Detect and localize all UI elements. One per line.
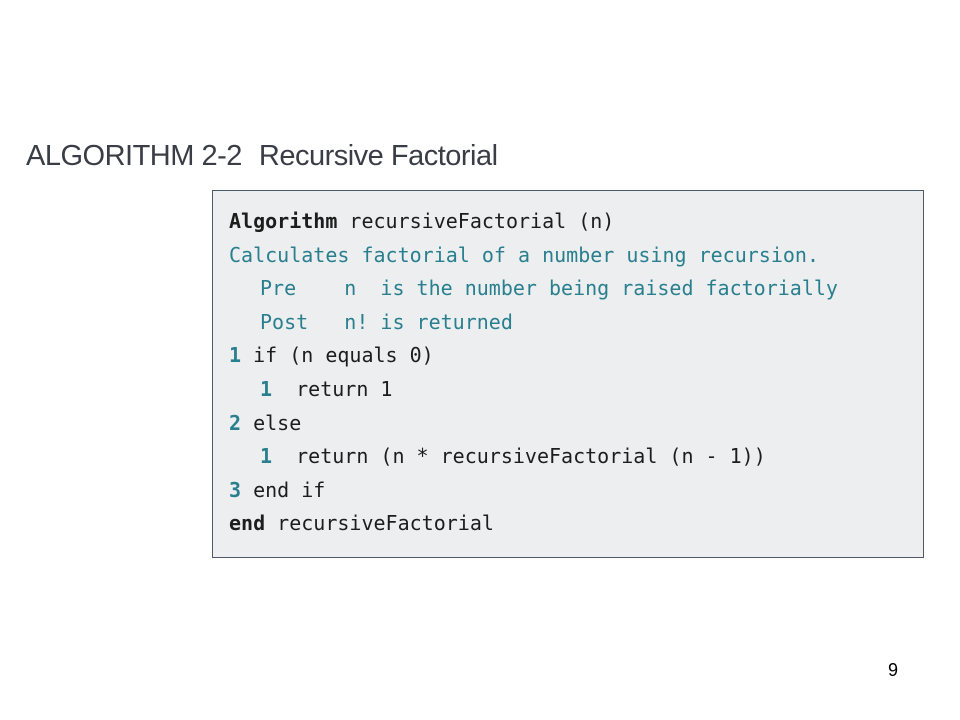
end-keyword: end: [229, 511, 266, 536]
code-line-2-1: 1 return (n * recursiveFactorial (n - 1)…: [229, 440, 923, 474]
pre-text: n is the number being raised factorially: [296, 276, 838, 301]
algorithm-signature: recursiveFactorial (n): [337, 209, 615, 233]
step-number: 1: [229, 343, 242, 368]
post-text: n! is returned: [308, 309, 513, 334]
algorithm-keyword: Algorithm: [229, 209, 338, 233]
pseudocode-box: Algorithm recursiveFactorial (n) Calcula…: [212, 190, 924, 558]
algorithm-heading: ALGORITHM 2-2 Recursive Factorial: [26, 140, 498, 173]
code-line-3: 3 end if: [229, 474, 923, 508]
step-number: 1: [260, 376, 273, 401]
precondition-line: Pre n is the number being raised factori…: [229, 272, 923, 306]
page-number: 9: [888, 660, 899, 680]
code-text: if (n equals 0): [241, 343, 434, 368]
pre-label: Pre: [260, 276, 297, 301]
algorithm-label: ALGORITHM 2-2: [26, 140, 242, 172]
end-name: recursiveFactorial: [265, 511, 494, 536]
postcondition-line: Post n! is returned: [229, 306, 923, 340]
code-line-1-1: 1 return 1: [229, 373, 923, 407]
code-line-2: 2 else: [229, 407, 923, 441]
algorithm-title: Recursive Factorial: [258, 140, 498, 172]
step-number: 3: [229, 477, 242, 502]
code-text: end if: [241, 477, 326, 502]
code-text: return 1: [272, 376, 393, 401]
algorithm-end-line: end recursiveFactorial: [229, 507, 923, 541]
algorithm-description: Calculates factorial of a number using r…: [229, 242, 820, 267]
step-number: 2: [229, 410, 242, 435]
algorithm-header-line: Algorithm recursiveFactorial (n): [229, 205, 923, 239]
code-line-1: 1 if (n equals 0): [229, 339, 923, 373]
code-text: else: [241, 410, 302, 435]
code-text: return (n * recursiveFactorial (n - 1)): [272, 444, 766, 469]
post-label: Post: [260, 309, 309, 334]
step-number: 1: [260, 444, 273, 469]
